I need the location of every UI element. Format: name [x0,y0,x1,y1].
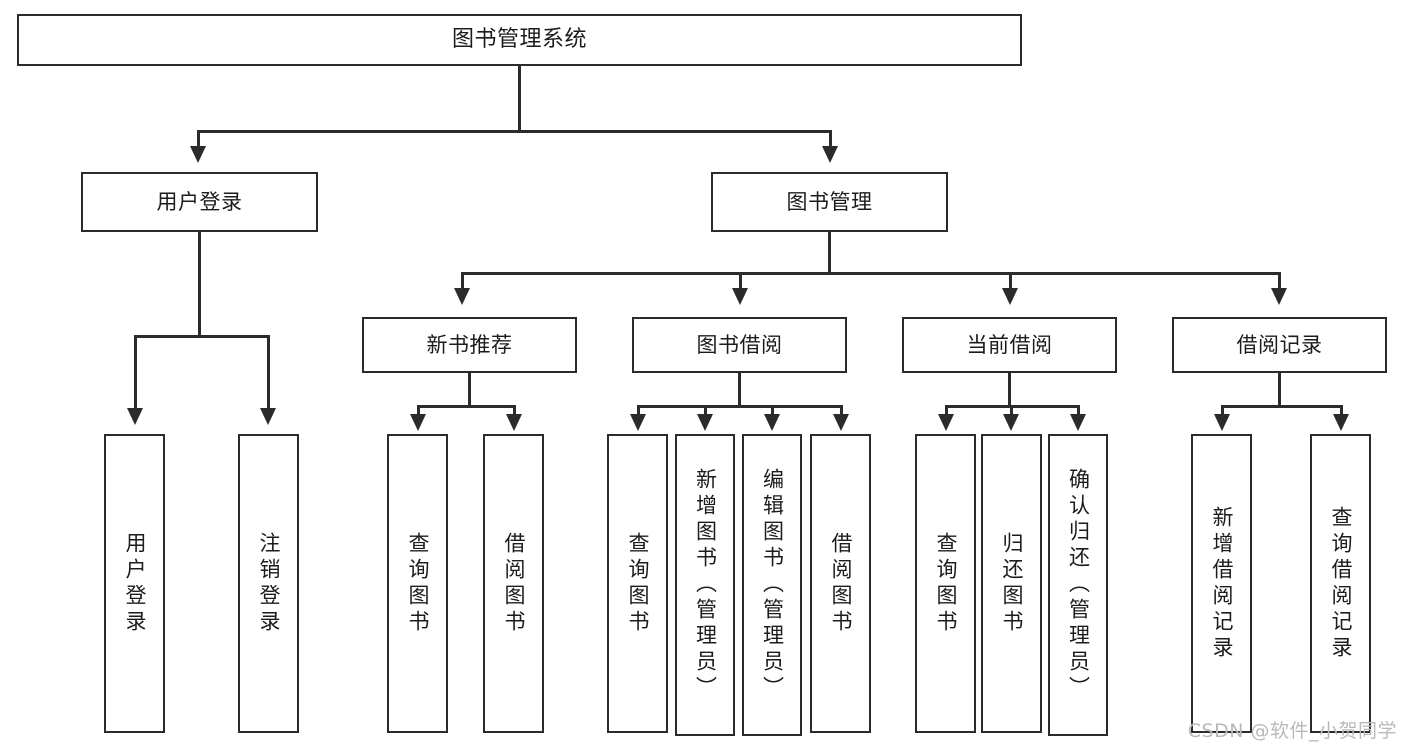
arrowhead-new-book [454,288,470,305]
connector-drop-book-borrow [739,272,742,290]
arrowhead-bb-3 [764,414,780,431]
node-label: 用户登录 [156,189,243,214]
node-label: 归还图书 [1000,531,1024,636]
node-label: 查询图书 [626,531,650,636]
connector-drop-bb-3 [771,405,774,415]
connector-book-borrow-stem [738,373,741,408]
node-label: 图书管理系统 [451,27,587,53]
arrowhead-br-2 [1333,414,1349,431]
arrowhead-nb-2 [506,414,522,431]
connector-new-book-bus [417,405,516,408]
arrowhead-book-borrow [732,288,748,305]
arrowhead-user-login [190,146,206,163]
node-user-login[interactable]: 用户登录 [81,172,318,232]
node-current-borrow[interactable]: 当前借阅 [902,317,1117,373]
connector-drop-br-2 [1340,405,1343,415]
leaf-new-book-query-books[interactable]: 查询图书 [387,434,448,733]
leaf-new-book-borrow-books[interactable]: 借阅图书 [483,434,544,733]
connector-root-stem [518,66,521,132]
connector-drop-nb-1 [417,405,420,415]
arrowhead-cb-3 [1070,414,1086,431]
leaf-book-borrow-query-books[interactable]: 查询图书 [607,434,668,733]
node-label: 新增图书（管理员） [693,468,718,702]
node-label: 新增借阅记录 [1210,505,1234,662]
connector-drop-br-1 [1221,405,1224,415]
connector-drop-user-login [197,130,200,148]
connector-drop-new-book [461,272,464,290]
arrowhead-current-borrow [1002,288,1018,305]
leaf-current-borrow-return-books[interactable]: 归还图书 [981,434,1042,733]
node-label: 查询借阅记录 [1329,505,1353,662]
node-label: 图书管理 [786,189,873,214]
arrowhead-bb-1 [630,414,646,431]
arrowhead-bb-2 [697,414,713,431]
leaf-borrow-record-add-record[interactable]: 新增借阅记录 [1191,434,1252,733]
node-book-management[interactable]: 图书管理 [711,172,948,232]
arrowhead-login-1 [127,408,143,425]
node-label: 注销登录 [257,531,281,636]
connector-drop-book-management [829,130,832,148]
connector-new-book-stem [468,373,471,408]
arrowhead-bb-4 [833,414,849,431]
arrowhead-cb-1 [938,414,954,431]
node-label: 图书借阅 [696,332,783,357]
connector-drop-bb-4 [840,405,843,415]
connector-drop-bb-1 [637,405,640,415]
node-book-borrow[interactable]: 图书借阅 [632,317,847,373]
node-label: 编辑图书（管理员） [760,468,785,702]
arrowhead-br-1 [1214,414,1230,431]
arrowhead-book-management [822,146,838,163]
node-label: 借阅图书 [502,531,526,636]
connector-user-login-bus [134,335,270,338]
node-root-book-management-system[interactable]: 图书管理系统 [17,14,1022,66]
arrowhead-cb-2 [1003,414,1019,431]
node-label: 借阅记录 [1236,332,1323,357]
connector-borrow-record-bus [1221,405,1343,408]
connector-drop-cb-2 [1010,405,1013,415]
connector-drop-login-2 [267,335,270,410]
arrowhead-login-2 [260,408,276,425]
node-label: 查询图书 [406,531,430,636]
connector-root-bus [197,130,832,133]
leaf-book-borrow-borrow-books[interactable]: 借阅图书 [810,434,871,733]
arrowhead-borrow-record [1271,288,1287,305]
connector-drop-borrow-record [1278,272,1281,290]
node-label: 用户登录 [123,531,147,636]
node-new-book-recommend[interactable]: 新书推荐 [362,317,577,373]
leaf-current-borrow-confirm-return-admin[interactable]: 确认归还（管理员） [1048,434,1108,736]
connector-drop-bb-2 [704,405,707,415]
node-label: 查询图书 [934,531,958,636]
node-label: 当前借阅 [966,332,1053,357]
node-borrow-record[interactable]: 借阅记录 [1172,317,1387,373]
connector-book-management-stem [828,232,831,274]
leaf-book-borrow-add-book-admin[interactable]: 新增图书（管理员） [675,434,735,736]
connector-drop-cb-1 [945,405,948,415]
node-label: 确认归还（管理员） [1066,468,1091,702]
connector-user-login-stem [198,232,201,337]
leaf-book-borrow-edit-book-admin[interactable]: 编辑图书（管理员） [742,434,802,736]
node-label: 新书推荐 [426,332,513,357]
connector-book-borrow-bus [637,405,840,408]
connector-borrow-record-stem [1278,373,1281,408]
leaf-user-login-login[interactable]: 用户登录 [104,434,165,733]
leaf-user-login-logout[interactable]: 注销登录 [238,434,299,733]
connector-drop-login-1 [134,335,137,410]
leaf-current-borrow-query-books[interactable]: 查询图书 [915,434,976,733]
node-label: 借阅图书 [829,531,853,636]
leaf-borrow-record-query-record[interactable]: 查询借阅记录 [1310,434,1371,733]
connector-drop-cb-3 [1077,405,1080,415]
arrowhead-nb-1 [410,414,426,431]
connector-book-management-bus [461,272,1281,275]
connector-current-borrow-stem [1008,373,1011,408]
connector-drop-nb-2 [513,405,516,415]
connector-drop-current-borrow [1009,272,1012,290]
